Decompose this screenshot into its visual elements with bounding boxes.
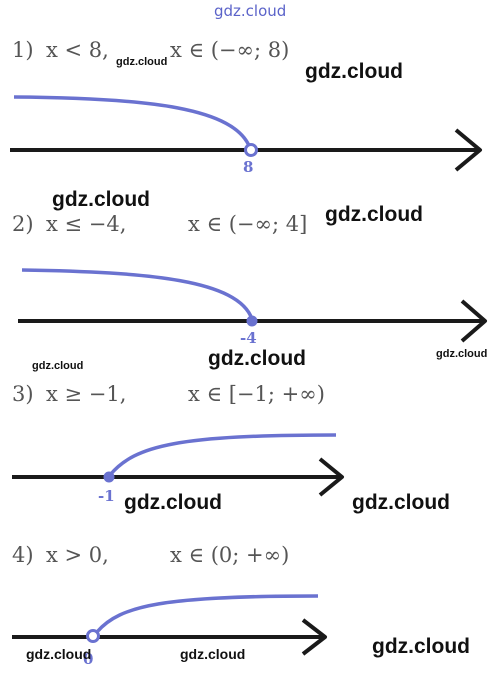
problem-4-solution: x ∈ (0; +∞): [170, 543, 290, 567]
solution-ray-4: [95, 594, 319, 634]
problem-3-point-label: -1: [98, 487, 115, 505]
problem-1-number: 1): [12, 38, 34, 62]
watermark: gdz.cloud: [436, 348, 488, 360]
watermark: gdz.cloud: [372, 635, 470, 658]
problem-3-number: 3): [12, 382, 34, 406]
number-line-2: [18, 268, 487, 343]
solution-ray-3: [108, 433, 337, 477]
watermark: gdz.cloud: [305, 60, 403, 83]
number-line-4: [12, 594, 327, 656]
problem-3-solution: x ∈ [−1; +∞): [188, 382, 325, 406]
watermark: gdz.cloud: [116, 56, 168, 68]
problem-3-inequality: x ≥ −1,: [46, 382, 127, 406]
problem-2-number: 2): [12, 212, 34, 236]
number-line-3: [12, 433, 344, 497]
closed-point-2: [246, 315, 258, 327]
problem-1-point-label: 8: [243, 158, 254, 176]
top-watermark: gdz.cloud: [214, 2, 287, 20]
problem-4-number: 4): [12, 543, 34, 567]
open-point-1: [244, 143, 258, 157]
axis-arrow-2: [460, 299, 487, 343]
problem-2-solution: x ∈ (−∞; 4]: [188, 212, 308, 236]
watermark: gdz.cloud: [352, 491, 450, 514]
watermark: gdz.cloud: [124, 491, 222, 514]
problem-1-inequality: x < 8,: [46, 38, 109, 62]
problem-4-point-label: 0: [83, 650, 94, 668]
number-line-1: [10, 95, 482, 172]
problem-2-inequality: x ≤ −4,: [46, 212, 127, 236]
watermark: gdz.cloud: [325, 203, 423, 226]
solution-ray-1: [13, 95, 252, 149]
closed-point-3: [103, 471, 115, 483]
watermark: gdz.cloud: [208, 347, 306, 370]
watermark: gdz.cloud: [180, 646, 246, 662]
solution-ray-2: [21, 268, 254, 320]
problem-2-point-label: -4: [240, 329, 257, 347]
problem-1-solution: x ∈ (−∞; 8): [170, 38, 290, 62]
watermark: gdz.cloud: [52, 188, 150, 211]
problem-4-inequality: x > 0,: [46, 543, 109, 567]
watermark: gdz.cloud: [26, 646, 92, 662]
axis-arrow-3: [318, 457, 344, 497]
watermark: gdz.cloud: [32, 360, 84, 372]
open-point-4: [86, 629, 100, 643]
axis-arrow-4: [301, 618, 327, 656]
axis-arrow-1: [454, 128, 482, 172]
